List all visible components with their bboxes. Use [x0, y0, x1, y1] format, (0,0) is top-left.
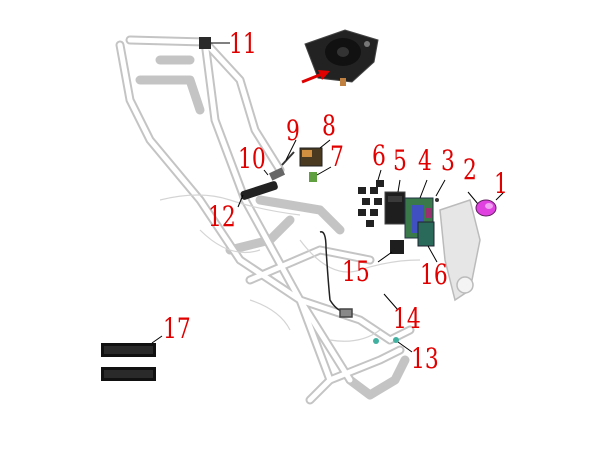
- callout-13: 13: [411, 342, 439, 375]
- callout-16: 16: [420, 258, 448, 291]
- callout-8: 8: [322, 109, 336, 142]
- part-1-icon: [475, 199, 497, 217]
- callout-14: 14: [393, 302, 421, 335]
- part-13-bolts-icon: [373, 337, 399, 344]
- part-5-fusebox-icon: [384, 191, 406, 225]
- wiring-harness: [159, 194, 421, 342]
- part-14-sensor-icon: [319, 231, 353, 318]
- callout-9: 9: [286, 114, 300, 147]
- callout-6: 6: [372, 139, 386, 172]
- part-9-icon: [281, 151, 295, 166]
- callout-10: 10: [238, 142, 266, 175]
- part-8-relay-icon: [299, 147, 323, 167]
- callout-5: 5: [393, 144, 407, 177]
- callout-1: 1: [494, 167, 508, 200]
- callout-15: 15: [342, 255, 370, 288]
- horn-arrow: [301, 70, 330, 84]
- part-6-relays-icon: [358, 180, 384, 227]
- callout-4: 4: [418, 144, 432, 177]
- callout-12: 12: [208, 200, 236, 233]
- callout-17: 17: [163, 312, 191, 345]
- callout-11: 11: [229, 27, 257, 60]
- part-15-relay-icon: [390, 240, 404, 254]
- velcro-strip-icon: [101, 343, 156, 381]
- ecu-board-icon: [404, 197, 434, 239]
- part-11-icon: [199, 37, 211, 49]
- horn-icon: [304, 29, 379, 86]
- part-12-icon: [240, 181, 278, 200]
- part-16-icon: [417, 221, 435, 247]
- part-7-icon: [309, 172, 317, 182]
- callout-3: 3: [441, 144, 455, 177]
- part-3-icon: [435, 198, 439, 202]
- part-10-icon: [268, 167, 286, 181]
- callout-2: 2: [463, 153, 477, 186]
- steering-bracket: [439, 199, 481, 302]
- callout-7: 7: [330, 140, 344, 173]
